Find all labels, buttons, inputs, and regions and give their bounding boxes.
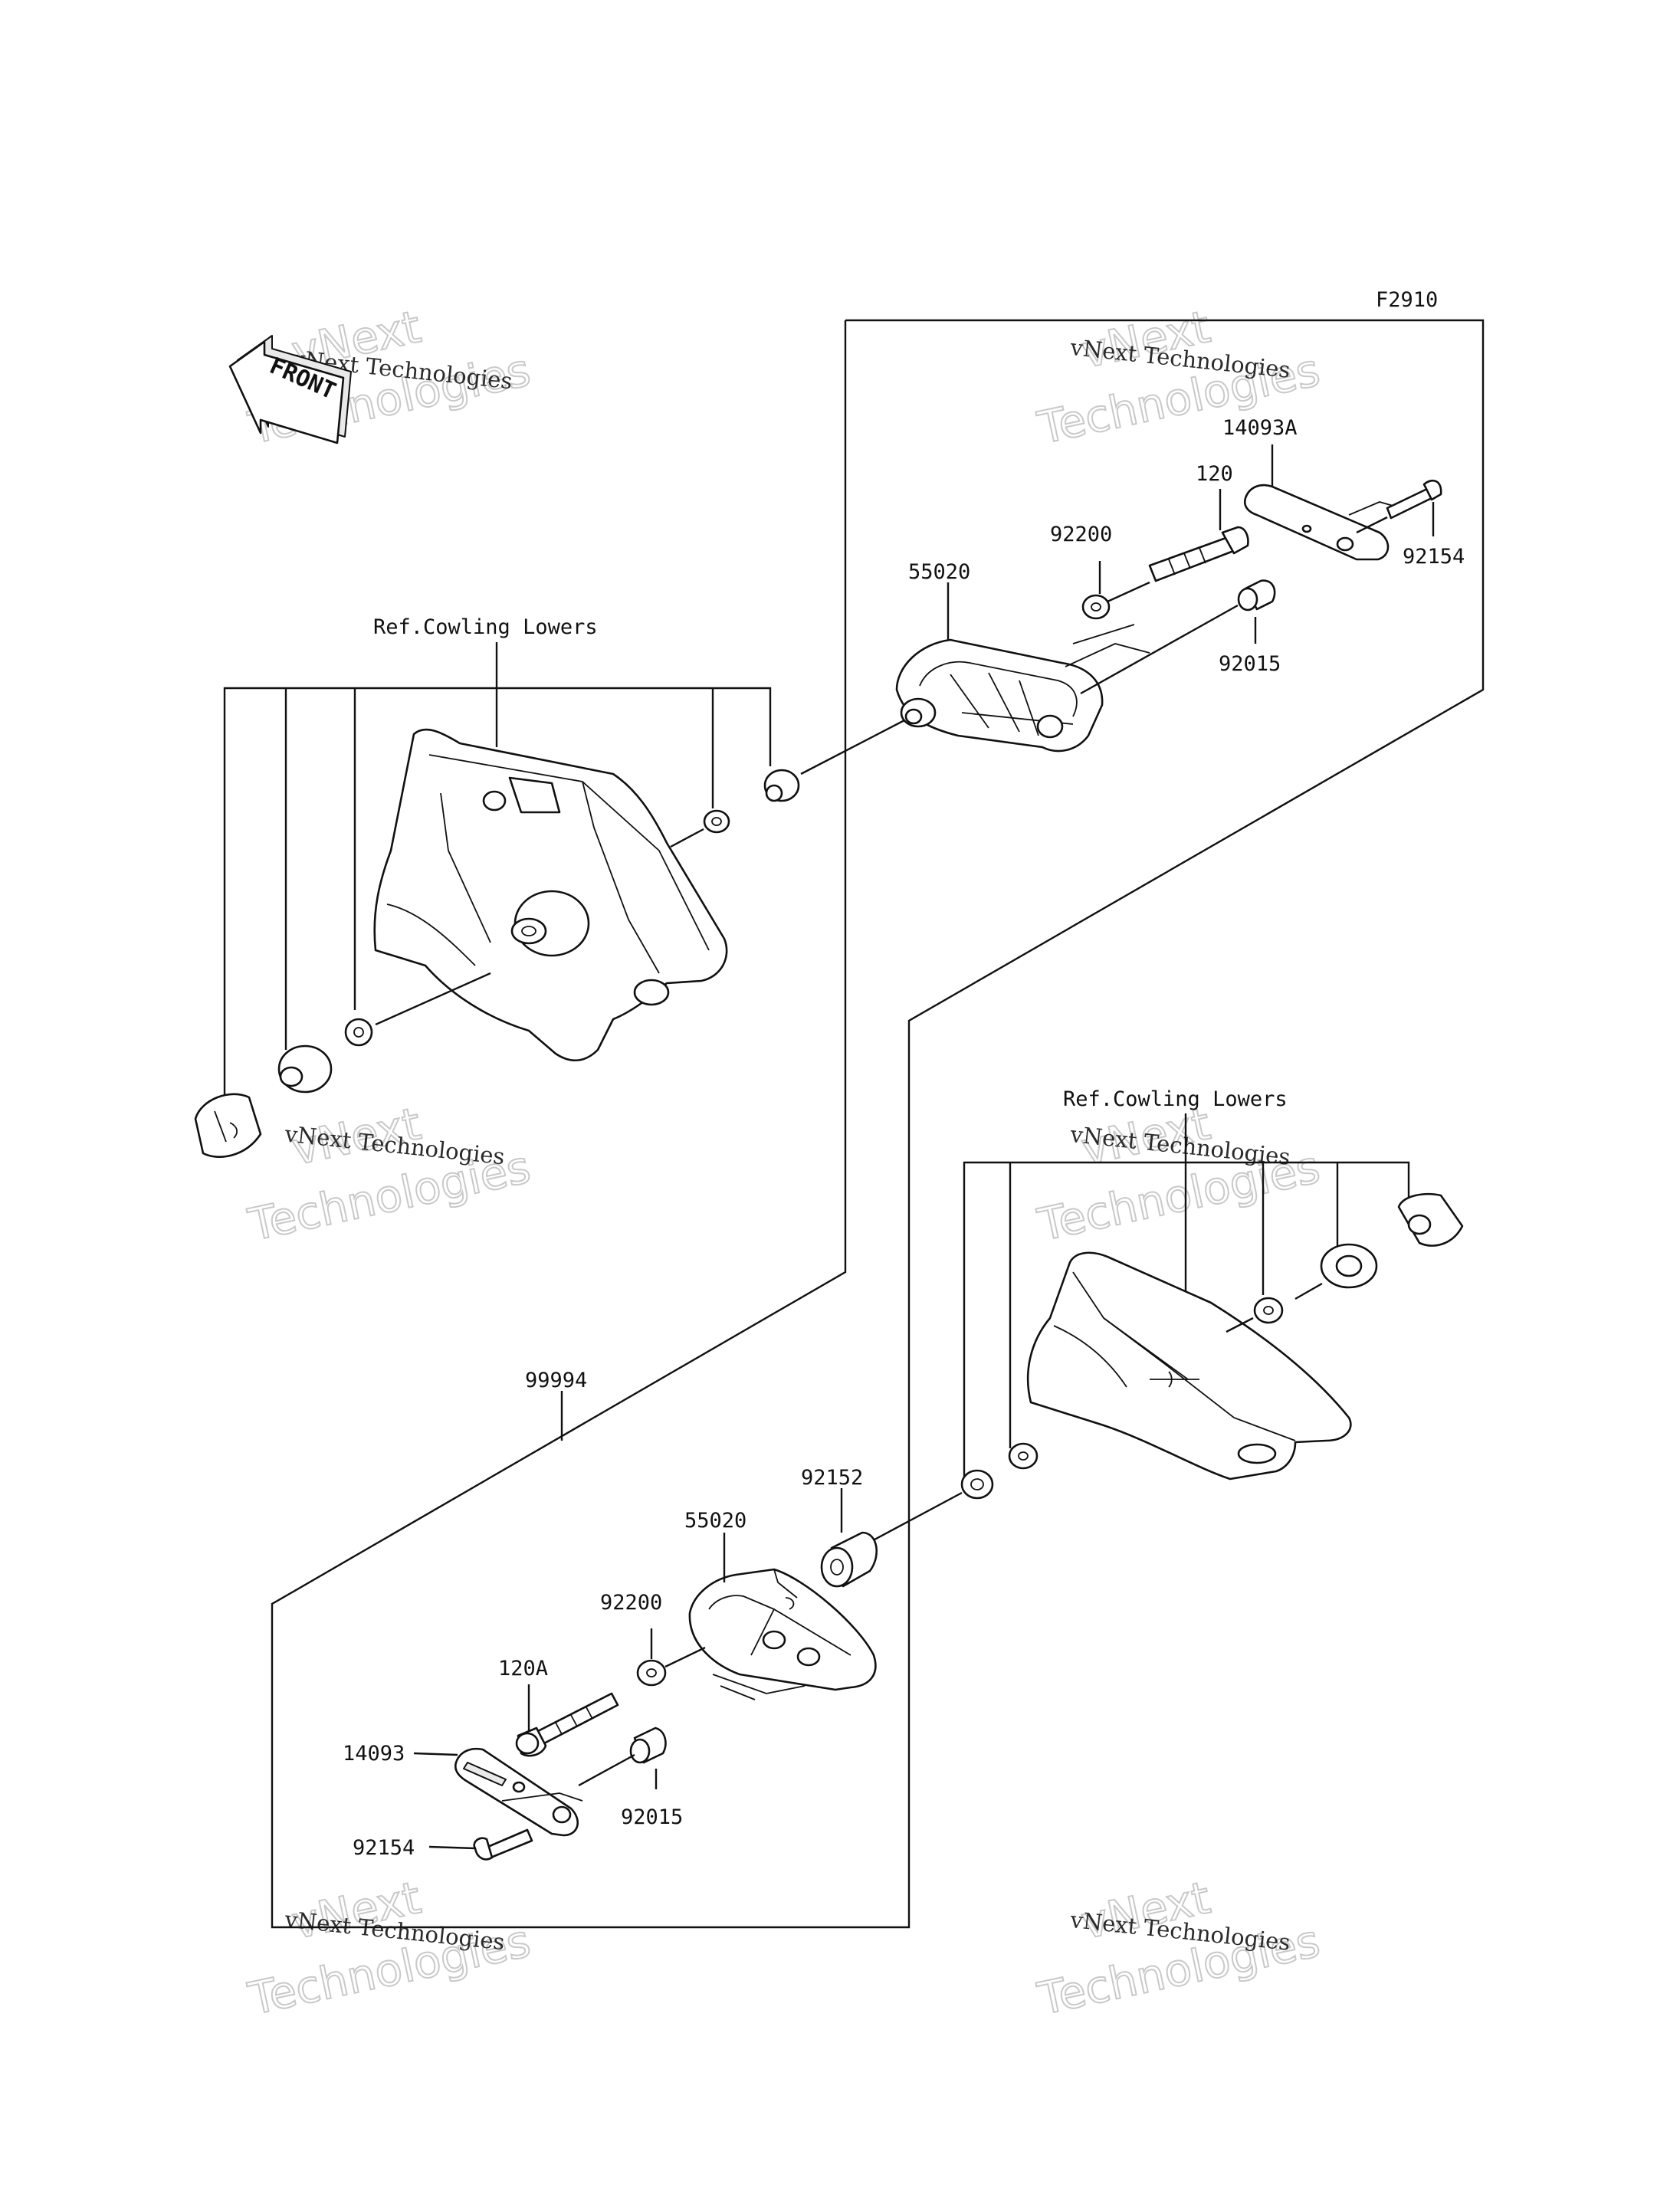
washer xyxy=(344,1018,373,1047)
axis-line xyxy=(1107,581,1150,603)
axis-line xyxy=(670,828,704,848)
kit-boundary xyxy=(271,319,1485,1929)
washer xyxy=(703,809,730,834)
washer-92200-lower xyxy=(636,1659,667,1687)
part-number-92200-lower: 92200 xyxy=(600,1591,662,1615)
bracket-line xyxy=(223,687,772,1103)
axis-line xyxy=(664,1646,706,1668)
part-number-92154-upper: 92154 xyxy=(1403,545,1465,569)
screw-92154-upper xyxy=(1386,479,1442,520)
axis-line xyxy=(578,1753,635,1787)
axis-line xyxy=(800,719,905,776)
grommet-right-lower xyxy=(1397,1192,1464,1247)
grommet-left-upper xyxy=(194,1093,262,1158)
bracket-line xyxy=(963,1161,1410,1479)
collar xyxy=(960,1469,994,1500)
emblem-plate-14093 xyxy=(454,1747,583,1837)
front-arrow-icon: FRONT xyxy=(228,335,352,444)
part-number-14093: 14093 xyxy=(343,1742,405,1766)
cowling-lower-upper xyxy=(373,728,728,1061)
part-number-55020-upper: 55020 xyxy=(908,560,970,584)
axis-line xyxy=(1356,516,1388,534)
part-number-92015-upper: 92015 xyxy=(1219,652,1281,676)
washer-right-lower xyxy=(1320,1243,1378,1289)
axis-line xyxy=(1080,604,1239,695)
frame-slider-upper xyxy=(895,624,1150,753)
ref-cowling-lowers-lower: Ref.Cowling Lowers xyxy=(1063,1087,1288,1111)
cowling-lower-lower xyxy=(1026,1251,1352,1481)
spacer-92152 xyxy=(820,1531,878,1588)
part-number-92015-lower: 92015 xyxy=(621,1805,683,1829)
part-number-92200-upper: 92200 xyxy=(1050,523,1112,546)
washer xyxy=(1253,1297,1284,1324)
frame-slider-lower xyxy=(688,1568,877,1700)
bolt-120A xyxy=(515,1692,619,1757)
part-number-92152: 92152 xyxy=(801,1466,863,1490)
axis-line xyxy=(375,972,491,1026)
part-number-92154-lower: 92154 xyxy=(353,1836,415,1860)
bolt-120 xyxy=(1148,526,1249,582)
washer-left-upper xyxy=(277,1044,333,1094)
collar-92015-upper xyxy=(1237,579,1276,612)
diagram-code: F2910 xyxy=(1376,288,1438,312)
part-number-120: 120 xyxy=(1196,462,1233,486)
emblem-plate-14093A xyxy=(1243,484,1407,561)
axis-line xyxy=(865,1491,963,1546)
axis-line xyxy=(1226,1317,1254,1333)
part-number-99994: 99994 xyxy=(525,1369,587,1392)
axis-line xyxy=(1294,1282,1323,1300)
part-number-55020-lower: 55020 xyxy=(684,1509,746,1533)
leader-line xyxy=(428,1845,476,1850)
part-number-120A: 120A xyxy=(498,1657,548,1681)
washer xyxy=(1008,1442,1039,1470)
part-number-14093A: 14093A xyxy=(1222,416,1298,440)
screw-92154-lower xyxy=(473,1828,533,1861)
washer-92200-upper xyxy=(1081,594,1111,620)
leader-line xyxy=(413,1752,458,1756)
ref-cowling-lowers-upper: Ref.Cowling Lowers xyxy=(373,615,598,639)
collar-92015-lower xyxy=(629,1726,667,1764)
